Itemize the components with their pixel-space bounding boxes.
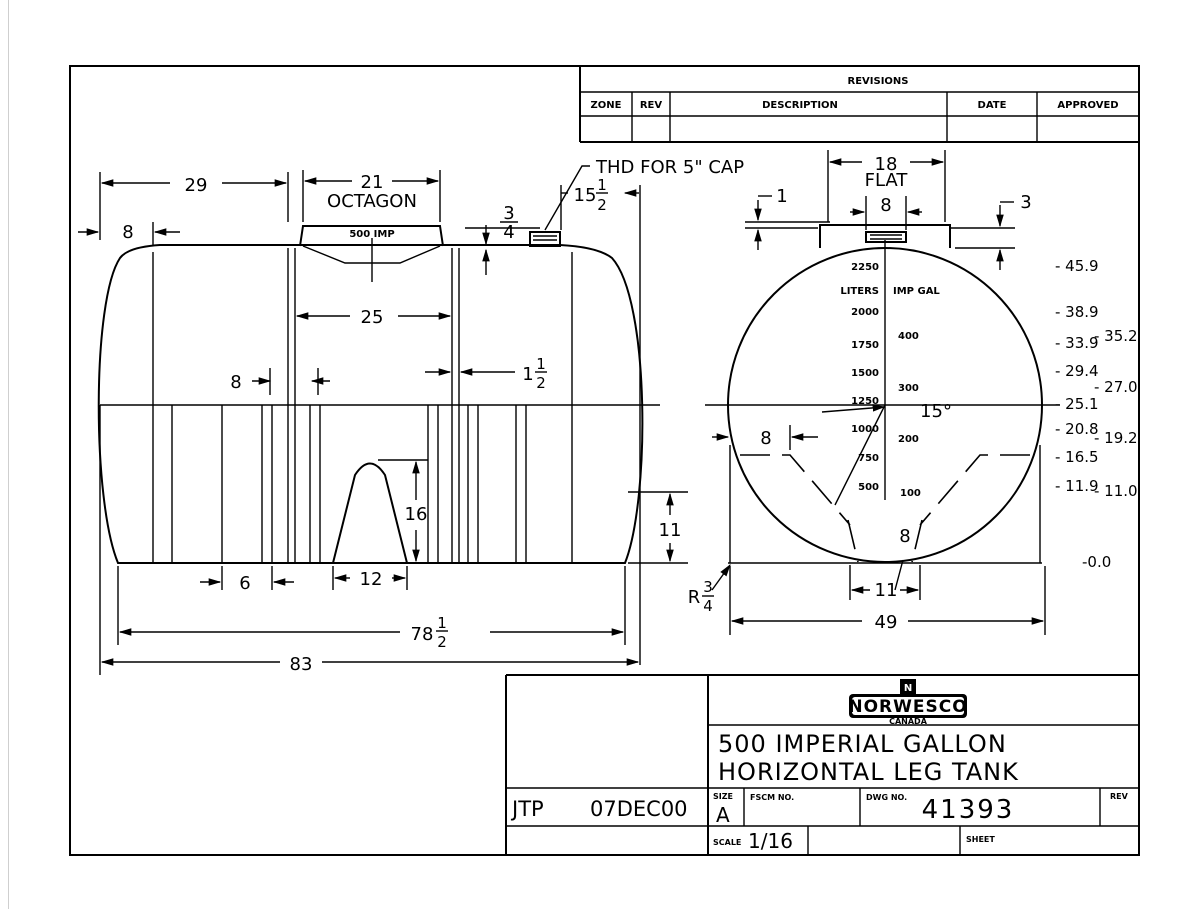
- rev-header-date: DATE: [978, 100, 1007, 111]
- size-label: SIZE: [713, 792, 733, 801]
- level-20-8: - 20.8: [1055, 420, 1099, 438]
- level-45-9: - 45.9: [1055, 257, 1099, 275]
- dim-1-half-den: 2: [536, 374, 546, 392]
- dim-25: 25: [361, 307, 384, 328]
- scale-value: 1/16: [748, 829, 793, 853]
- logo-text: NORWESCO: [848, 697, 967, 717]
- gal-400: 400: [898, 331, 919, 342]
- level-16-5: - 16.5: [1055, 448, 1099, 466]
- tank-side-outline: [97, 244, 644, 564]
- end-view: 2250 LITERS IMP GAL 2000 400 1750 1500 3…: [688, 150, 1138, 635]
- svg-text:N: N: [904, 683, 912, 694]
- gal-300: 300: [898, 383, 919, 394]
- dim-12: 12: [360, 569, 383, 590]
- top-cap-side: [529, 231, 561, 247]
- liters-500: 500: [858, 482, 879, 493]
- liters-2000: 2000: [851, 307, 879, 318]
- level-27-0: - 27.0: [1094, 378, 1138, 396]
- rev-header-approved: APPROVED: [1057, 100, 1118, 111]
- dim-end-leg-8: 8: [760, 428, 771, 449]
- size-value: A: [716, 803, 730, 827]
- liters-1500: 1500: [851, 368, 879, 379]
- angle-15: 15°: [920, 401, 952, 422]
- page-edge: [8, 0, 9, 909]
- rev-header-description: DESCRIPTION: [762, 100, 838, 111]
- rev-label: REV: [1110, 792, 1129, 801]
- dim-11: 11: [659, 520, 682, 541]
- level-19-2: - 19.2: [1094, 429, 1138, 447]
- side-view: 500 IMP 29 21 OCTAGON 8: [78, 157, 744, 675]
- scale-label: SCALE: [713, 838, 741, 847]
- drawing-title-line1: 500 IMPERIAL GALLON: [718, 730, 1007, 758]
- dim-78-num: 1: [437, 614, 447, 632]
- level-29-4: - 29.4: [1055, 362, 1099, 380]
- dim-top-1: 1: [776, 186, 787, 207]
- dim-83: 83: [290, 654, 313, 675]
- liters-1250: 1250: [851, 396, 879, 407]
- level-33-9: - 33.9: [1055, 334, 1099, 352]
- dim-3-4-num: 3: [503, 203, 514, 224]
- gal-100: 100: [900, 488, 921, 499]
- level-35-2: - 35.2: [1094, 327, 1138, 345]
- dim-78-whole: 78: [411, 624, 434, 645]
- side-arch: [332, 462, 408, 564]
- dwg-label: DWG NO.: [866, 793, 907, 802]
- drawn-date: 07DEC00: [590, 797, 688, 821]
- dim-3-4-den: 4: [503, 222, 514, 243]
- level-11-9: - 11.9: [1055, 477, 1099, 495]
- dim-bottom-11: 11: [875, 580, 898, 601]
- drawn-by: JTP: [510, 797, 544, 821]
- sheet-label: SHEET: [966, 835, 995, 844]
- level-0-0: -0.0: [1082, 553, 1111, 571]
- fscm-label: FSCM NO.: [750, 793, 794, 802]
- dim-leg-8: 8: [230, 372, 241, 393]
- dim-1-half-num: 1: [536, 355, 546, 373]
- level-38-9: - 38.9: [1055, 303, 1099, 321]
- dim-18: 18: [875, 154, 898, 175]
- radius-den: 4: [703, 597, 713, 615]
- revisions-block: REVISIONS ZONE REV DESCRIPTION DATE APPR…: [579, 66, 1139, 143]
- drawing-title-line2: HORIZONTAL LEG TANK: [718, 758, 1019, 786]
- dim-15-num: 1: [597, 176, 607, 194]
- dim-end-8: 8: [122, 222, 133, 243]
- top-cap-end: [865, 231, 907, 243]
- dim-29: 29: [185, 175, 208, 196]
- octagon-capacity-label: 500 IMP: [349, 229, 394, 240]
- liters-750: 750: [858, 453, 879, 464]
- radius-R: R: [688, 587, 701, 608]
- title-block: N NORWESCO CANADA 500 IMPERIAL GALLON HO…: [505, 674, 1139, 855]
- thd-note: THD FOR 5" CAP: [595, 157, 744, 178]
- dim-78-den: 2: [437, 633, 447, 651]
- octagon-label: OCTAGON: [327, 191, 417, 212]
- level-25-1: - 25.1: [1055, 395, 1099, 413]
- dim-inner-8: 8: [899, 526, 910, 547]
- dim-16: 16: [405, 504, 428, 525]
- dim-cap-8: 8: [880, 195, 891, 216]
- dim-top-3: 3: [1020, 192, 1031, 213]
- dim-1-half-whole: 1: [522, 364, 533, 385]
- logo-subtext: CANADA: [889, 717, 928, 726]
- dim-21: 21: [361, 172, 384, 193]
- liters-1000: 1000: [851, 424, 879, 435]
- dim-49: 49: [875, 612, 898, 633]
- drawing-border: [69, 65, 1140, 856]
- rev-header-rev: REV: [640, 100, 663, 111]
- level-11-0: - 11.0: [1094, 482, 1138, 500]
- radius-num: 3: [703, 578, 713, 596]
- revisions-title: REVISIONS: [848, 76, 909, 87]
- liters-2250: 2250: [851, 262, 879, 273]
- dim-15-whole: 15: [574, 185, 597, 206]
- dim-6: 6: [239, 573, 250, 594]
- liters-label: LITERS: [840, 286, 879, 297]
- liters-1750: 1750: [851, 340, 879, 351]
- dim-15-den: 2: [597, 196, 607, 214]
- flat-label: FLAT: [865, 170, 909, 191]
- gal-200: 200: [898, 434, 919, 445]
- rev-header-zone: ZONE: [591, 100, 622, 111]
- impgal-label: IMP GAL: [893, 286, 940, 297]
- norwesco-logo: N NORWESCO CANADA: [848, 679, 967, 726]
- dwg-number: 41393: [922, 795, 1015, 825]
